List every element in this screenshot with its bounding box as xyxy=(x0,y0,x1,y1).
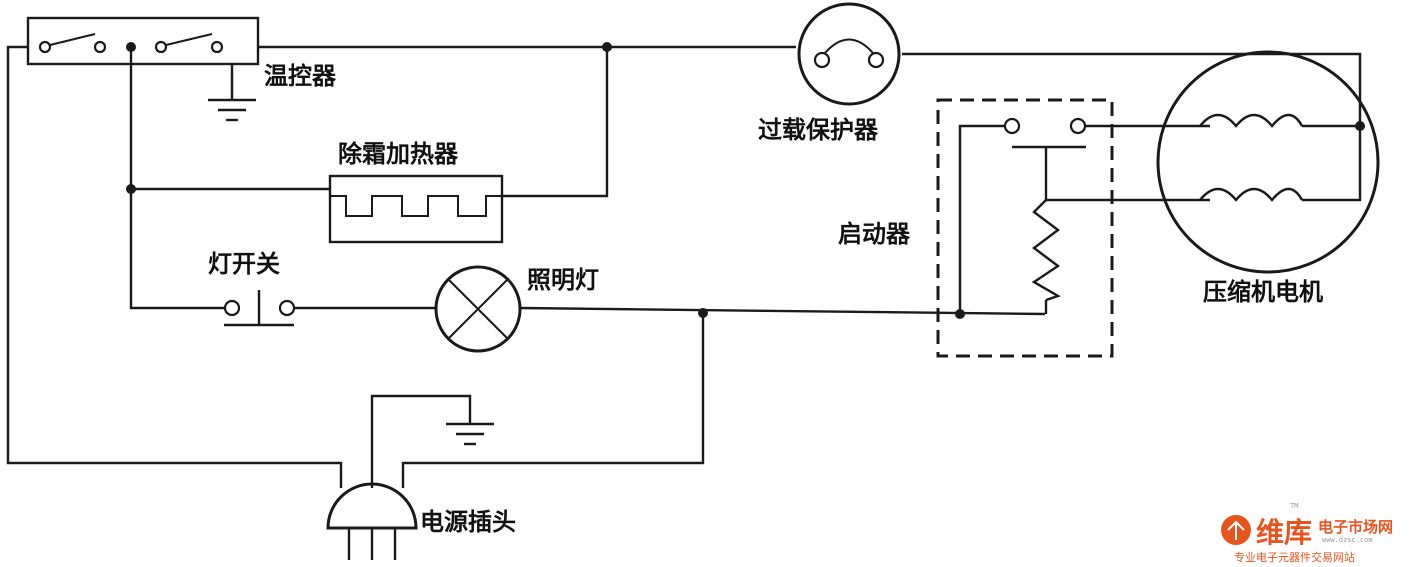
lamp-icon xyxy=(434,265,522,353)
light-switch xyxy=(223,290,296,327)
watermark-url: www.dzsc.com xyxy=(1322,536,1373,544)
compressor-motor xyxy=(1156,50,1380,274)
starter xyxy=(936,98,1114,358)
watermark-tagline: 专业电子元器件交易网站 xyxy=(1234,550,1355,564)
defrost-heater-label: 除霜加热器 xyxy=(338,140,459,168)
thermostat-label: 温控器 xyxy=(264,62,337,90)
light-switch-label: 灯开关 xyxy=(208,250,280,278)
thermostat-ground-icon xyxy=(208,98,256,122)
plug-ground-icon xyxy=(446,422,494,446)
watermark-tm: TM xyxy=(1290,502,1298,510)
power-plug-icon xyxy=(326,482,418,560)
defrost-heater xyxy=(328,174,504,244)
watermark-logo: 维库 电子市场网 TM www.dzsc.com 专业电子元器件交易网站 xyxy=(1221,502,1393,564)
overload-protector-label: 过载保护器 xyxy=(758,116,879,144)
overload-protector xyxy=(797,2,901,106)
wires xyxy=(6,45,1362,488)
junction-nodes xyxy=(126,42,1365,319)
watermark-brand: 维库 xyxy=(1256,516,1312,549)
compressor-motor-label: 压缩机电机 xyxy=(1203,278,1323,306)
thermostat xyxy=(26,16,260,66)
power-plug-label: 电源插头 xyxy=(420,508,516,536)
watermark-subtitle: 电子市场网 xyxy=(1318,518,1393,536)
lighting-lamp-label: 照明灯 xyxy=(527,266,599,294)
starter-label: 启动器 xyxy=(838,220,911,248)
